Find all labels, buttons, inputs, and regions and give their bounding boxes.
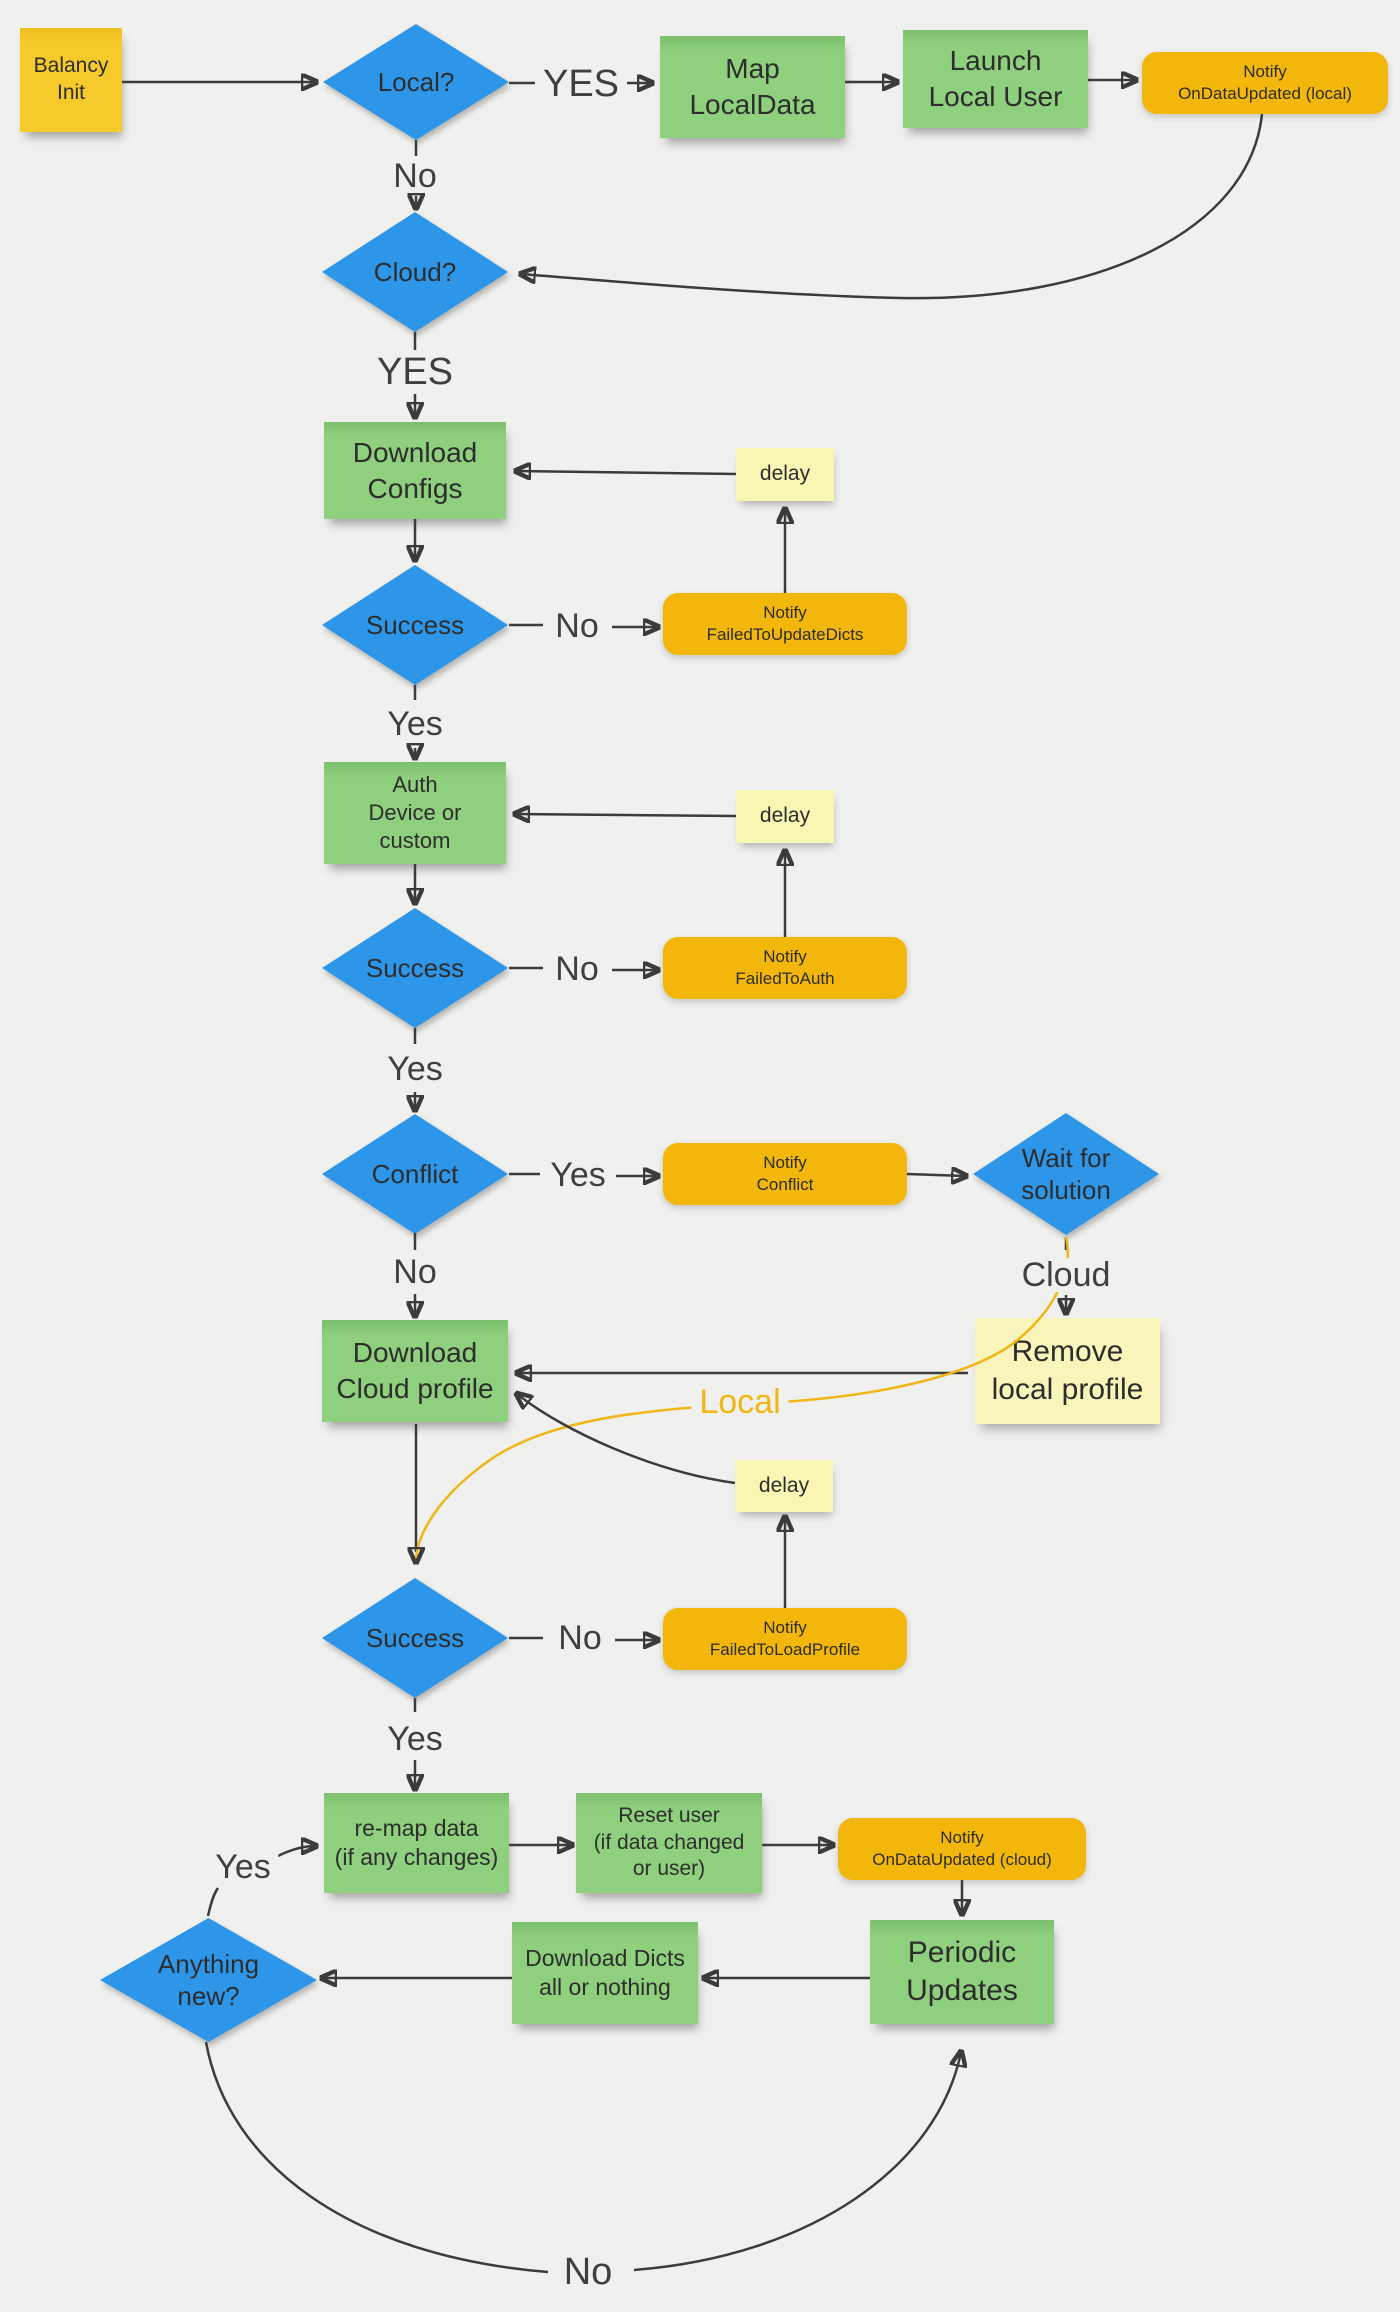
node-notify-failedtoloadprofile: Notify FailedToLoadProfile	[663, 1608, 907, 1670]
edge-label-yes-success3: Yes	[379, 1722, 451, 1756]
node-auth: Auth Device or custom	[324, 762, 506, 864]
local-decision-text: Local?	[323, 24, 509, 140]
edge-label-local-branch: Local	[691, 1385, 789, 1419]
node-remove-local-profile: Remove local profile	[975, 1318, 1160, 1424]
edge-label-yes-success1: Yes	[379, 707, 451, 741]
edges-auth	[415, 685, 785, 1110]
node-success-auth: Success	[322, 908, 508, 1028]
node-reset-user: Reset user (if data changed or user)	[576, 1793, 762, 1893]
node-download-configs: Download Configs	[324, 422, 506, 519]
node-local-decision: Local?	[323, 24, 509, 140]
conflict-decision-text: Conflict	[322, 1114, 508, 1234]
edge-label-no-success2: No	[547, 952, 607, 986]
node-delay-configs: delay	[736, 448, 834, 501]
node-download-cloud-profile: Download Cloud profile	[322, 1320, 508, 1422]
node-download-dicts: Download Dicts all or nothing	[512, 1922, 698, 2024]
node-notify-failedtoupdatedicts: Notify FailedToUpdateDicts	[663, 593, 907, 655]
edge-label-yes-anything: Yes	[207, 1850, 279, 1884]
wait-for-solution-text: Wait for solution	[973, 1113, 1159, 1235]
edge-label-no-success1: No	[547, 609, 607, 643]
node-launch-local-user: Launch Local User	[903, 30, 1088, 128]
node-balancy-init: Balancy Init	[20, 28, 122, 132]
node-conflict-decision: Conflict	[322, 1114, 508, 1234]
node-remap-data: re-map data (if any changes)	[324, 1793, 509, 1893]
node-notify-ondataupdated-local: Notify OnDataUpdated (local)	[1142, 52, 1388, 114]
node-anything-new: Anything new?	[100, 1918, 317, 2042]
edge-label-yes-cloud: YES	[368, 353, 462, 391]
success-profile-text: Success	[322, 1578, 508, 1698]
edge-label-yes-top: YES	[534, 65, 628, 103]
cloud-decision-text: Cloud?	[322, 212, 508, 332]
node-wait-for-solution: Wait for solution	[973, 1113, 1159, 1235]
edge-label-no-local: No	[385, 159, 445, 193]
node-notify-failedtoauth: Notify FailedToAuth	[663, 937, 907, 999]
edge-label-no-anything: No	[555, 2253, 621, 2291]
edge-label-cloud-branch: Cloud	[1013, 1258, 1119, 1292]
edges-bottom	[204, 1845, 962, 2274]
node-delay-auth: delay	[736, 790, 834, 843]
node-cloud-decision: Cloud?	[322, 212, 508, 332]
node-notify-ondataupdated-cloud: Notify OnDataUpdated (cloud)	[838, 1818, 1086, 1880]
edge-label-no-conflict: No	[385, 1255, 445, 1289]
anything-new-text: Anything new?	[100, 1918, 317, 2042]
node-map-localdata: Map LocalData	[660, 36, 845, 138]
node-success-configs: Success	[322, 565, 508, 685]
edge-label-yes-success2: Yes	[379, 1052, 451, 1086]
edge-label-yes-conflict: Yes	[542, 1158, 614, 1192]
node-notify-conflict: Notify Conflict	[663, 1143, 907, 1205]
node-delay-profile: delay	[735, 1460, 833, 1512]
edge-label-no-success3: No	[550, 1621, 610, 1655]
node-success-profile: Success	[322, 1578, 508, 1698]
node-periodic-updates: Periodic Updates	[870, 1920, 1054, 2024]
edges-cloud-profile	[415, 1236, 1070, 1789]
success-configs-text: Success	[322, 565, 508, 685]
success-auth-text: Success	[322, 908, 508, 1028]
